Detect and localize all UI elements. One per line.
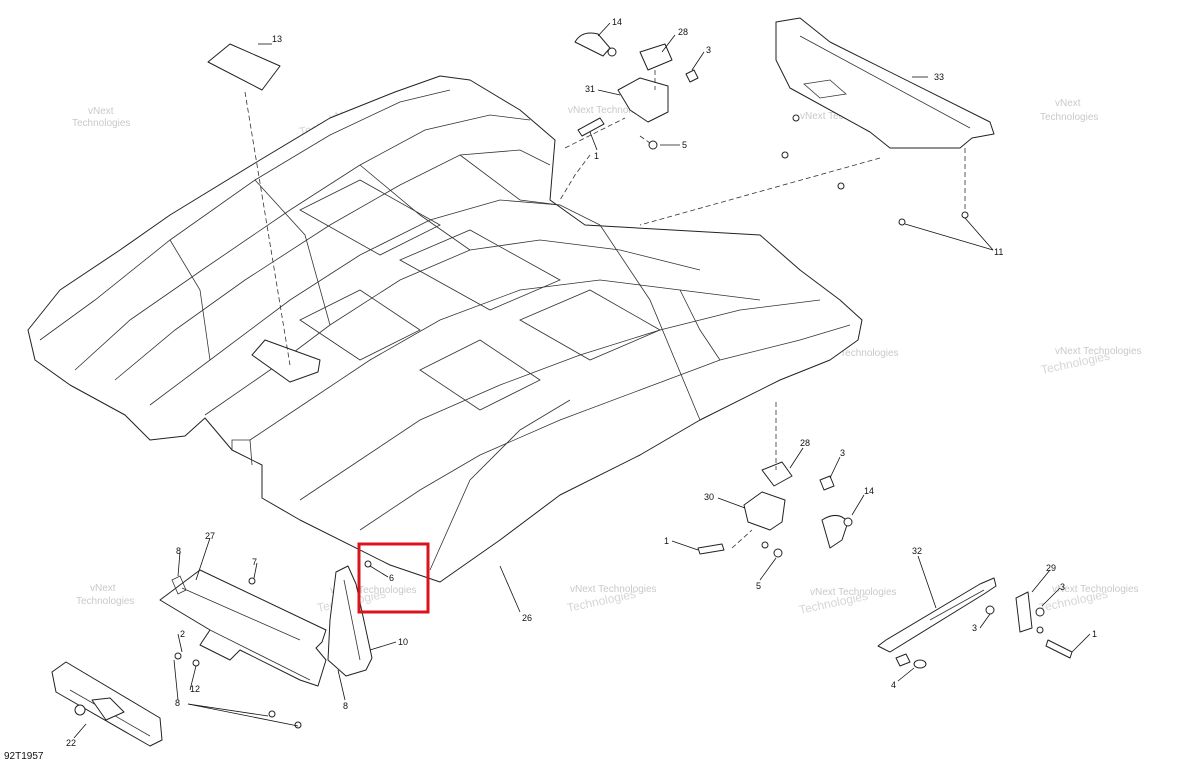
callout-30: 30 <box>704 492 714 502</box>
callout-8-c: 8 <box>343 701 348 711</box>
callout-26: 26 <box>522 613 532 623</box>
callout-3-mid: 3 <box>840 448 845 458</box>
callout-7: 7 <box>252 557 257 567</box>
callout-33: 33 <box>934 72 944 82</box>
callout-3-right-a: 3 <box>1060 582 1065 592</box>
watermark-text: vNext Technologies <box>570 584 657 595</box>
callout-labels: 14 28 3 31 1 5 13 33 11 28 3 30 14 1 5 3… <box>66 17 1097 748</box>
top-bracket-assembly <box>559 32 699 201</box>
drawing-number: 92T1957 <box>4 751 44 762</box>
watermark-text: vNext Technologies <box>1055 346 1142 357</box>
rear-plate <box>639 17 995 226</box>
callout-28-top: 28 <box>678 27 688 37</box>
highlight-box <box>357 542 430 614</box>
callout-1-mid: 1 <box>664 536 669 546</box>
watermark-line2: Technologies <box>1040 112 1098 123</box>
gas-strut-assembly <box>877 577 1073 669</box>
watermark-line2: Technologies <box>76 596 134 607</box>
callout-3-top: 3 <box>706 45 711 55</box>
watermark-text: vNext Technologies <box>810 587 897 598</box>
front-bracket-assembly <box>159 569 327 729</box>
watermark-text: vNext Technologies <box>568 105 655 116</box>
callout-14-mid: 14 <box>864 486 874 496</box>
callout-1-top: 1 <box>594 151 599 161</box>
callout-10: 10 <box>398 637 408 647</box>
callout-5-mid: 5 <box>756 581 761 591</box>
callout-5-top: 5 <box>682 140 687 150</box>
watermark-text: vNext Technologies <box>1052 584 1139 595</box>
callout-29: 29 <box>1046 563 1056 573</box>
callout-6: 6 <box>389 573 394 583</box>
callout-32: 32 <box>912 546 922 556</box>
watermark-line1: vNext <box>90 583 116 594</box>
mid-bracket-assembly <box>697 402 853 558</box>
callout-8-b: 8 <box>175 698 180 708</box>
callout-1-right: 1 <box>1092 629 1097 639</box>
decal-part <box>207 43 291 366</box>
callout-3-right-b: 3 <box>972 623 977 633</box>
watermark-line1: vNext <box>1055 98 1081 109</box>
watermark-text: vNext Technologies <box>812 348 899 359</box>
callout-13: 13 <box>272 34 282 44</box>
callout-4: 4 <box>891 680 896 690</box>
callout-12: 12 <box>190 684 200 694</box>
callout-22: 22 <box>66 738 76 748</box>
callout-11: 11 <box>994 247 1003 257</box>
watermark-line2: Technologies <box>72 118 130 129</box>
watermark-text: vNext Technologies <box>330 585 417 596</box>
leader-lines <box>73 22 1091 739</box>
callout-14-top: 14 <box>612 17 622 27</box>
callout-31: 31 <box>585 84 595 94</box>
callout-28-mid: 28 <box>800 438 810 448</box>
strap-part <box>327 560 373 677</box>
light-housing <box>51 661 163 747</box>
callout-2: 2 <box>180 629 185 639</box>
callout-27: 27 <box>205 531 215 541</box>
roof-panel <box>27 75 863 583</box>
callout-8-a: 8 <box>176 546 181 556</box>
watermark-line1: vNext <box>88 106 114 117</box>
